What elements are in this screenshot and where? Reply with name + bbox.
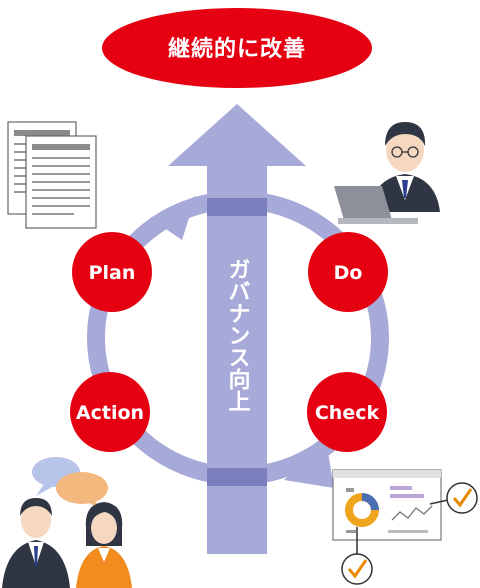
- dashboard-report-icon: [332, 469, 478, 585]
- goal-label: 継続的に改善: [168, 36, 306, 62]
- node-check-circle: [307, 372, 387, 452]
- two-people-talking-icon: [2, 457, 132, 588]
- central-arrow-label: ガバナンス向上: [225, 258, 251, 412]
- node-do: Do: [308, 232, 388, 312]
- person-at-laptop-icon: [334, 122, 440, 224]
- check-badge-right: [446, 482, 478, 514]
- node-action-label: Action: [76, 402, 144, 424]
- node-check: Check: [307, 372, 387, 452]
- check-badge-bottom: [341, 553, 373, 585]
- node-do-label: Do: [334, 262, 363, 284]
- node-plan-circle: [72, 232, 152, 312]
- central-arrow-shaft: [207, 160, 267, 554]
- node-check-label: Check: [315, 402, 380, 424]
- node-do-circle: [308, 232, 388, 312]
- central-arrow: ガバナンス向上: [168, 104, 306, 554]
- arrow-band-top: [207, 198, 267, 216]
- goal-ellipse: 継続的に改善: [102, 8, 372, 88]
- node-plan-label: Plan: [89, 262, 136, 284]
- node-action: Action: [70, 372, 150, 452]
- cycle-arrowhead-bottom: [284, 440, 334, 488]
- central-arrow-head: [168, 104, 306, 166]
- node-plan: Plan: [72, 232, 152, 312]
- documents-icon: [7, 121, 97, 229]
- node-action-circle: [70, 372, 150, 452]
- cycle-arrowhead-top: [150, 196, 196, 240]
- arrow-band-bottom: [207, 468, 267, 486]
- goal-ellipse-shape: [102, 8, 372, 88]
